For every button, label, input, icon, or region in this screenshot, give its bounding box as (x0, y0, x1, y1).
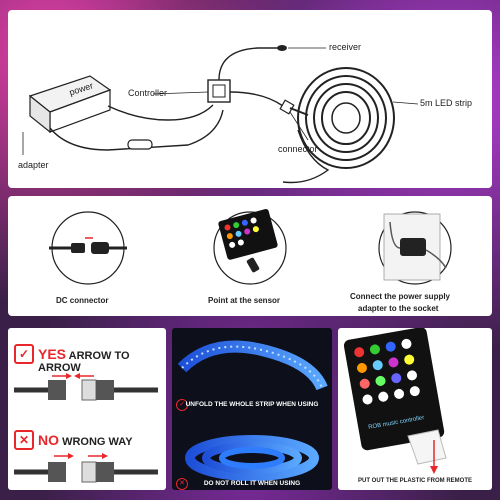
no-label: NO (38, 432, 59, 448)
socket-caption-line2: adapter to the socket (358, 304, 439, 313)
strip-usage-panel: ✓ UNFOLD THE WHOLE STRIP WHEN USING ✕ DO… (172, 328, 332, 490)
diagram-graphic (22, 45, 419, 184)
socket-illustration (378, 211, 452, 285)
led-strip-photo (177, 340, 328, 481)
dc-connector-caption: DC connector (56, 296, 109, 305)
remote-illustration (343, 328, 447, 474)
yes-text: ARROW TO ARROW (38, 350, 130, 374)
controller-box (207, 79, 231, 103)
receiver-label: receiver (329, 42, 362, 52)
arrow-right-icon (66, 373, 72, 379)
led-strip-reel (289, 67, 395, 169)
adapter-box (28, 75, 112, 134)
check-icon: ✓ (14, 344, 34, 364)
socket-caption-line1: Connect the power supply (350, 292, 451, 301)
yes-row: YES ARROW TO ARROW (38, 346, 166, 374)
arrow-left-icon (74, 373, 80, 379)
warning-circle-icon: ✕ (176, 478, 188, 490)
sensor-caption: Point at the sensor (208, 296, 281, 305)
setup-steps: DC connector Point at the sensor Connect… (8, 196, 492, 316)
wiring-direction-panel: ✓ YES ARROW TO ARROW ✕ NO WRONG WAY (8, 328, 166, 490)
dc-connector-illustration (49, 211, 127, 285)
sensor-illustration (213, 209, 287, 285)
led-strip-label: 5m LED strip (420, 98, 473, 108)
down-arrow-icon (430, 466, 438, 474)
unfold-caption: UNFOLD THE WHOLE STRIP WHEN USING (185, 401, 319, 408)
adapter-label: adapter (18, 160, 49, 170)
wiring-diagram: receiver Controller power adapter connec… (8, 10, 492, 188)
check-circle-icon: ✓ (176, 399, 188, 411)
remote-panel: ROB music controller PUT OUT THE PLASTIC… (338, 328, 492, 490)
controller-label: Controller (128, 88, 168, 98)
correct-wiring-graphic (14, 373, 158, 401)
connector-label: connector (278, 144, 318, 154)
no-text: WRONG WAY (62, 436, 133, 448)
yes-label: YES (38, 346, 67, 362)
donot-caption: DO NOT ROLL IT WHEN USING (203, 480, 301, 487)
remote-caption: PUT OUT THE PLASTIC FROM REMOTE (358, 478, 472, 484)
x-icon: ✕ (14, 430, 34, 450)
wrong-wiring-graphic (14, 453, 158, 483)
no-row: NO WRONG WAY (38, 432, 133, 448)
